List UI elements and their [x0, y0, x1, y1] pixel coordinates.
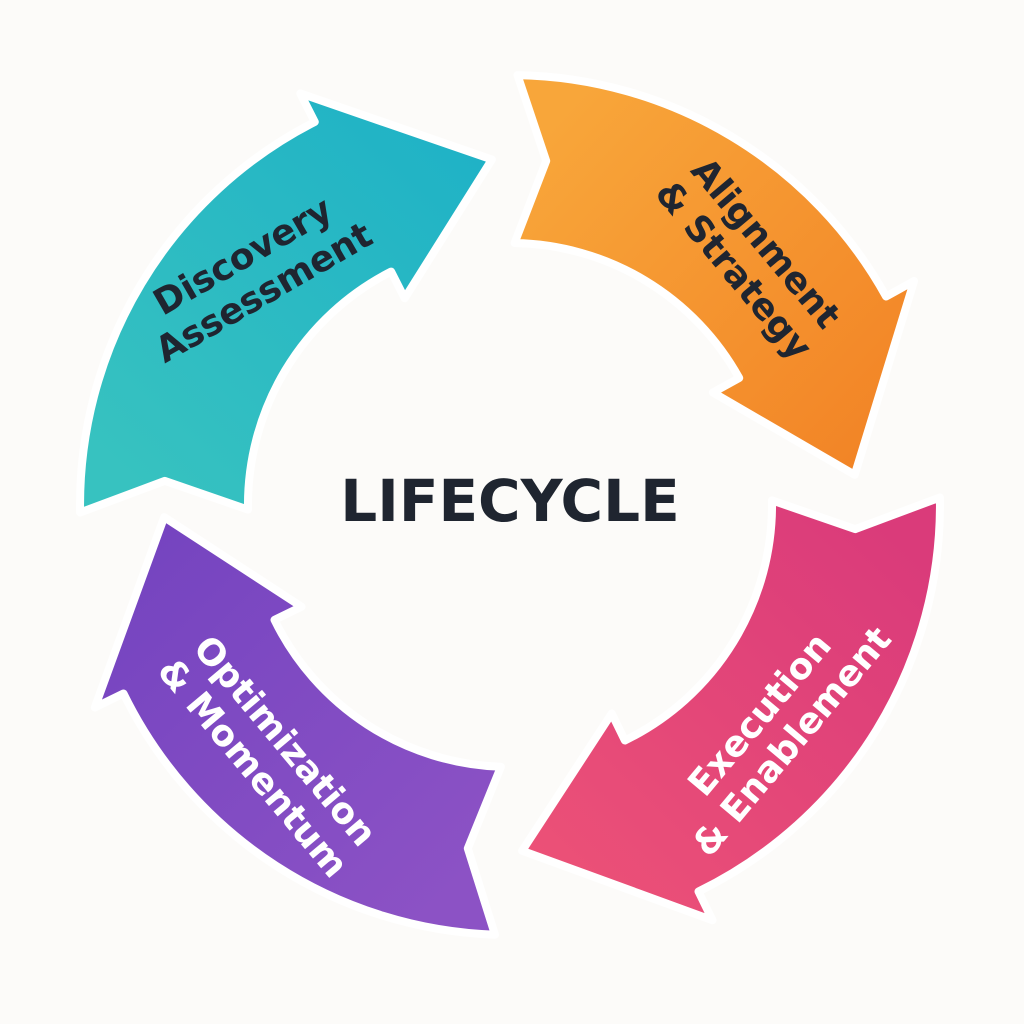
- arrows-layer: [76, 71, 944, 939]
- optimization-arrow: [90, 513, 505, 939]
- discovery-arrow: [76, 89, 496, 517]
- execution-arrow: [518, 493, 944, 925]
- center-title: LIFECYCLE: [340, 467, 679, 535]
- alignment-arrow: [510, 71, 919, 479]
